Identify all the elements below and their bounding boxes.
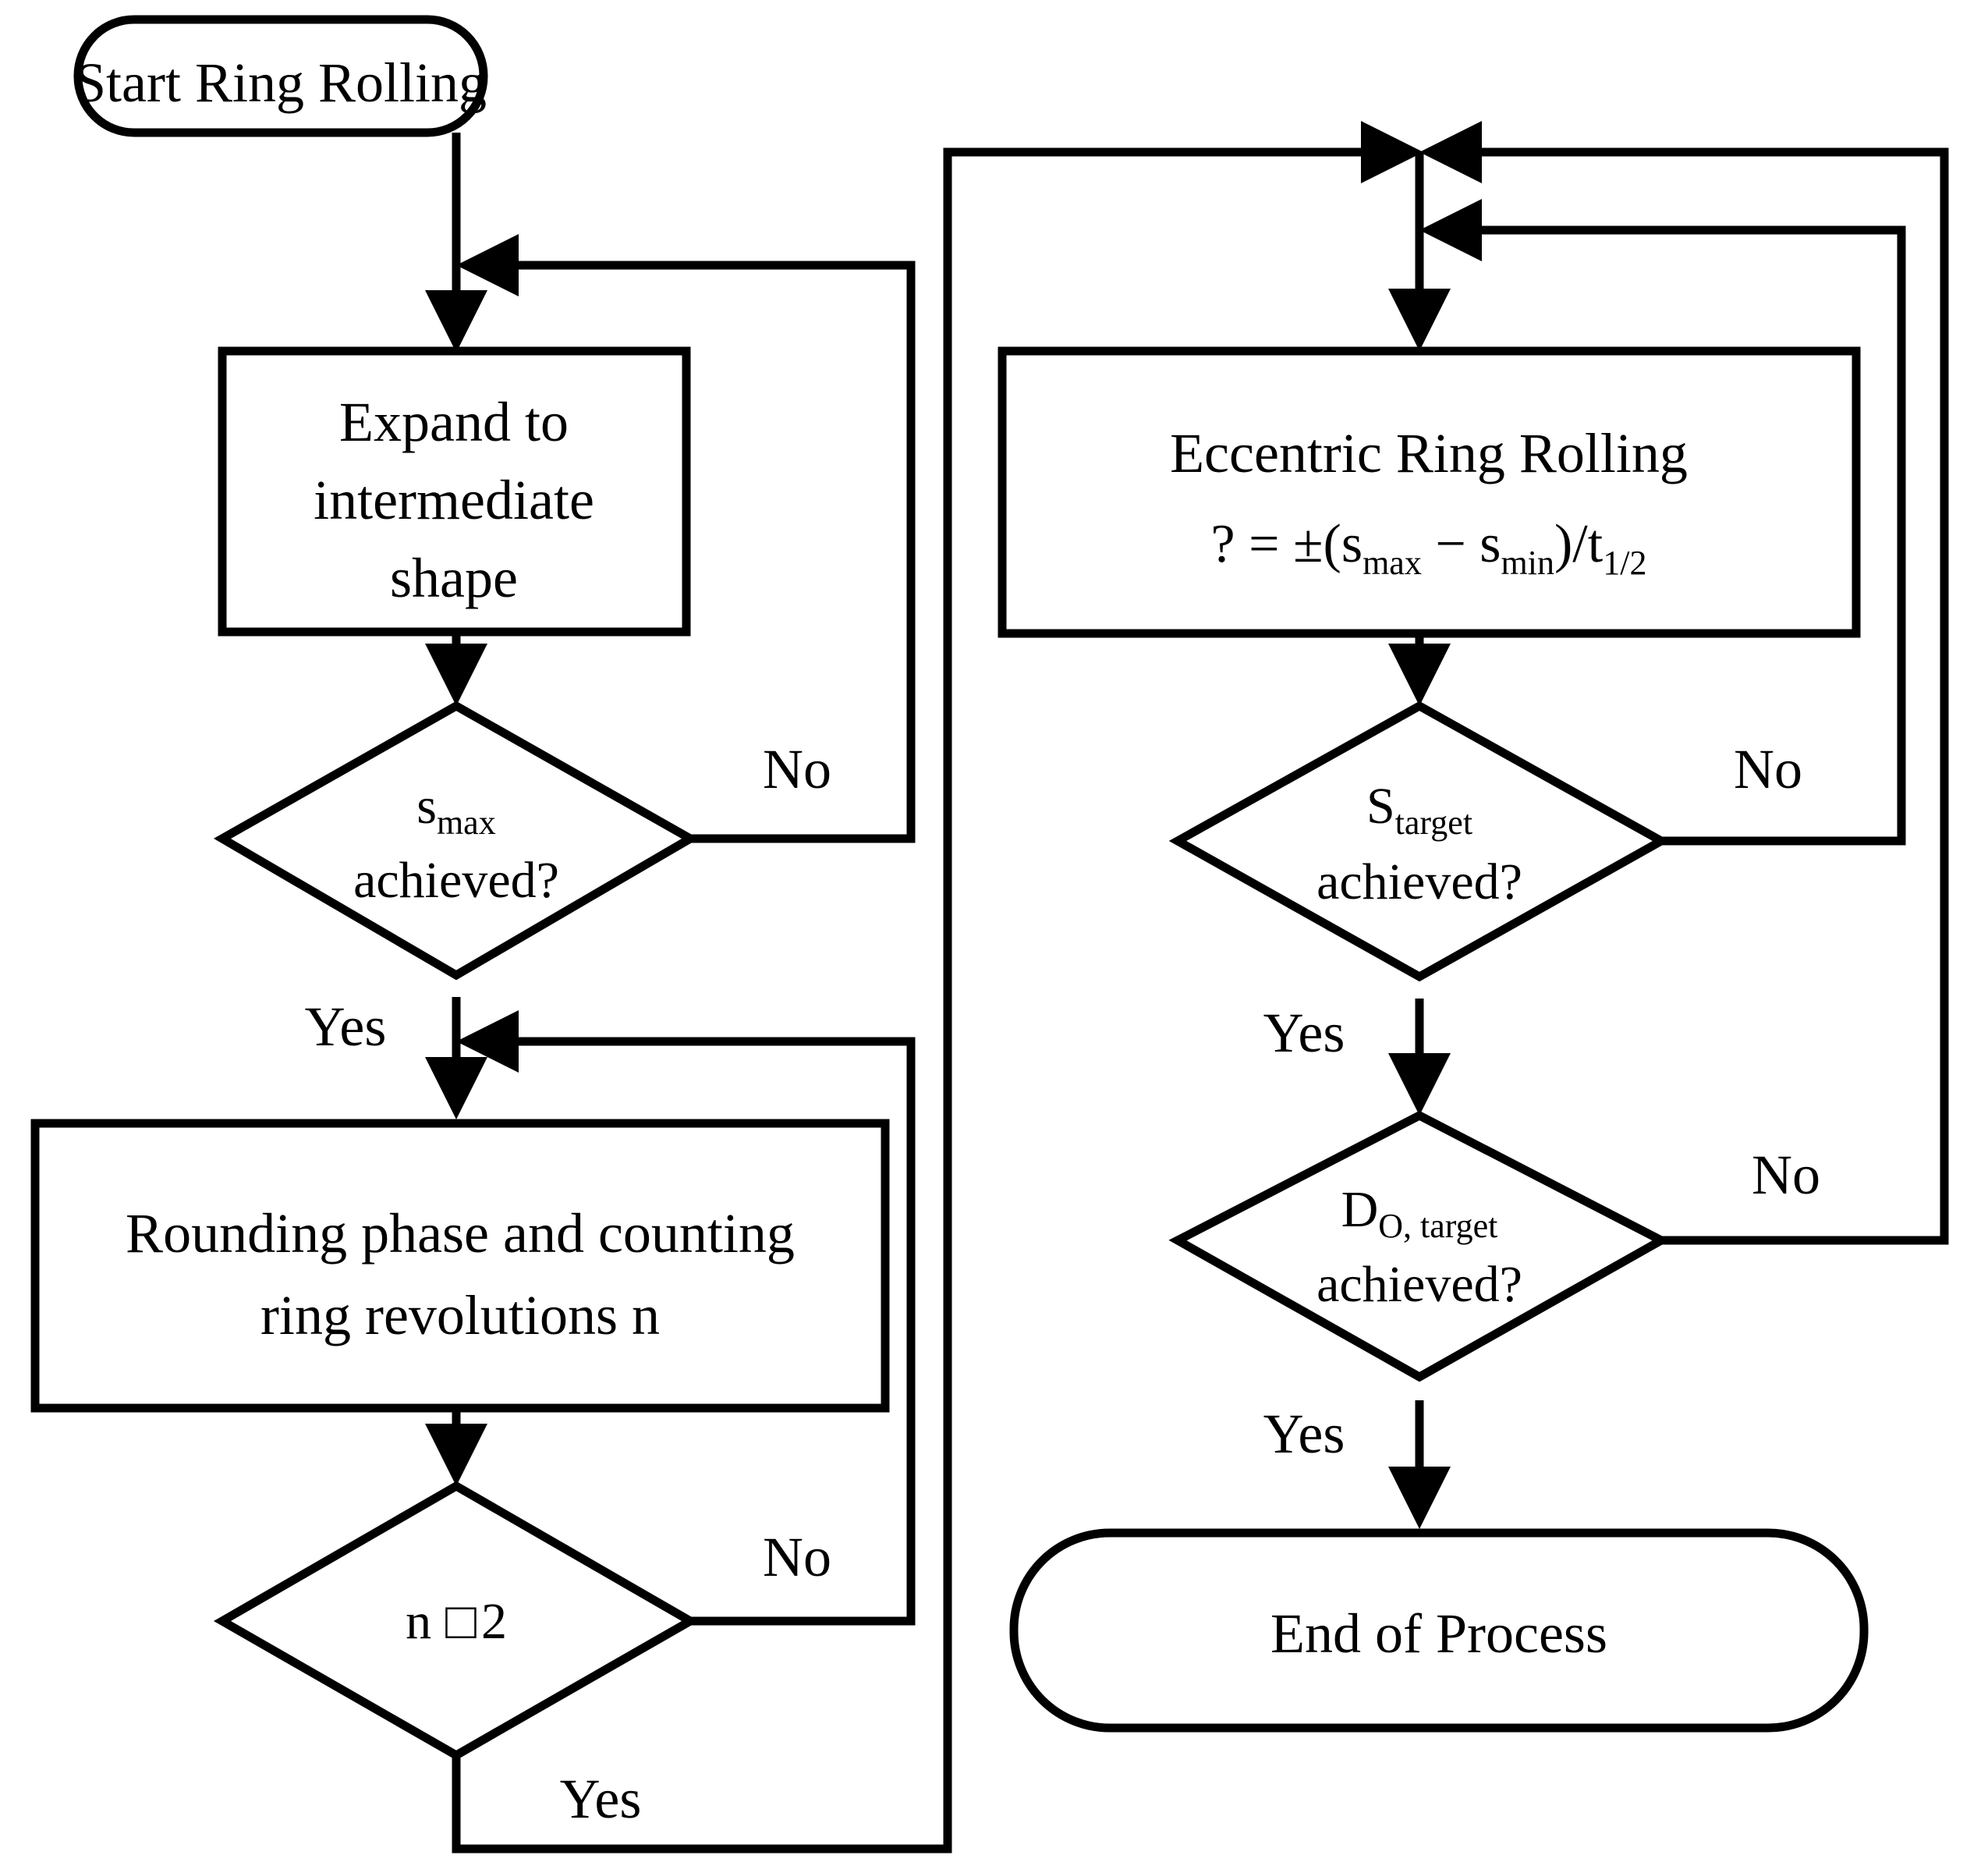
smax-decision-var: smax [416,778,495,842]
starget-decision-shape[interactable] [1168,701,1671,982]
expand-line2: intermediate [314,469,594,531]
label-n-yes: Yes [560,1768,642,1830]
eccentric-process-shape[interactable] [998,346,1861,638]
node-n-decision[interactable]: n□2 [213,1481,700,1761]
node-dotarget-decision[interactable]: DO, target achieved? [1168,1110,1671,1382]
arrowhead-down [1388,644,1451,706]
expand-process-shape[interactable] [218,346,691,637]
edge-smax-yes-to-rounding [425,997,487,1119]
n-decision-shape[interactable] [213,1481,700,1761]
start-terminal-shape[interactable] [73,15,488,137]
node-starget-decision[interactable]: Starget achieved? [1168,701,1671,982]
node-eccentric[interactable]: Eccentric Ring Rolling ? = ±(smax − smin… [998,346,1861,638]
edge-eccentric-to-starget [1388,633,1451,706]
rounding-line2: ring revolutions n [260,1284,660,1346]
arrowhead-down [425,644,487,706]
formula-missing-glyph: ? [1211,514,1235,574]
label-smax-no: No [763,738,831,800]
expand-line1: Expand to [339,391,569,453]
edge-rounding-to-n [425,1408,487,1486]
end-label: End of Process [1270,1602,1607,1665]
starget-var: S [1366,778,1395,835]
arrowhead-down [1388,1053,1451,1116]
label-starget-yes: Yes [1263,1002,1345,1064]
dotarget-decision-question: achieved? [1316,1256,1522,1313]
arrowhead-right [1361,121,1423,183]
dotarget-var: D [1341,1181,1379,1238]
eccentric-line1: Eccentric Ring Rolling [1170,422,1688,484]
formula-sub-min: min [1501,544,1554,582]
formula-equals: = ±(s [1235,514,1363,574]
rounding-line1: Rounding phase and counting [126,1202,795,1265]
label-starget-no: No [1734,738,1802,800]
rounding-process-shape[interactable] [30,1119,890,1413]
label-dotarget-no: No [1752,1144,1820,1206]
edge-n-no-loop [456,1010,916,1626]
edge-n-yes-to-eccentric [452,121,1423,1854]
eccentric-formula: ? = ±(smax − smin)/t1/2 [1211,514,1647,582]
dotarget-subscript: O, target [1378,1207,1497,1245]
smax-var: s [416,778,437,835]
arrowhead-left [1419,121,1482,183]
n-var: n [406,1593,431,1650]
arrowhead-left [456,234,519,296]
edge-smax-no-loop [456,234,916,843]
formula-close: )/t [1554,514,1604,574]
start-label: Start Ring Rolling [75,51,487,114]
edge-dotarget-no-loop [1419,121,1949,1245]
dotarget-decision-var: DO, target [1341,1181,1498,1245]
n-value: 2 [481,1593,507,1650]
node-expand[interactable]: Expand to intermediate shape [218,346,691,637]
end-terminal-shape[interactable] [1009,1528,1869,1733]
smax-decision-shape[interactable] [213,701,700,981]
edge-starget-yes-to-dotarget [1388,999,1451,1116]
starget-decision-question: achieved? [1316,853,1522,910]
arrowhead-down [425,1057,487,1119]
node-rounding[interactable]: Rounding phase and counting ring revolut… [30,1119,890,1413]
node-end[interactable]: End of Process [1009,1528,1869,1733]
edge-dotarget-yes-to-end [1388,1400,1451,1529]
starget-decision-var: Starget [1366,778,1472,842]
edge-start-to-expand [425,133,487,353]
label-n-no: No [763,1526,831,1588]
arrowhead-left [1419,199,1482,261]
node-smax-decision[interactable]: smax achieved? [213,701,700,981]
formula-sub-max: max [1363,544,1422,582]
node-start[interactable]: Start Ring Rolling [73,15,488,137]
arrowhead-down [1388,289,1451,351]
edge-spine-to-eccentric [1388,152,1451,351]
expand-line3: shape [390,547,518,609]
smax-subscript: max [437,804,496,842]
n-decision-expr: n□2 [406,1593,507,1650]
edge-expand-to-smax [425,632,487,706]
formula-sub-half: 1/2 [1603,544,1646,582]
edge-starget-no-loop [1419,199,1906,846]
formula-minus: − s [1422,514,1501,574]
n-operator: □ [445,1593,477,1650]
arrowhead-down [425,290,487,353]
label-smax-yes: Yes [305,995,387,1058]
arrowhead-left [456,1010,519,1073]
arrowhead-down [425,1424,487,1486]
label-dotarget-yes: Yes [1263,1403,1345,1465]
dotarget-decision-shape[interactable] [1168,1110,1671,1382]
starget-subscript: target [1395,804,1472,842]
arrowhead-down [1388,1467,1451,1529]
smax-decision-question: achieved? [353,852,559,909]
